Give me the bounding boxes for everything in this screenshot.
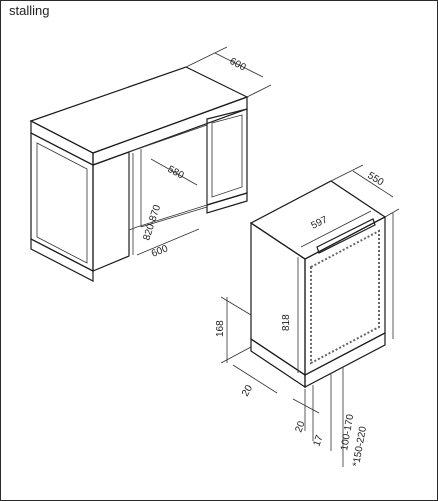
adjust-label-2: *150-220 <box>351 425 369 467</box>
door-handle <box>316 218 376 254</box>
counter-dimensions: 600 820-870 580 600 <box>132 46 272 260</box>
left-plinth <box>30 238 94 282</box>
foot-label: 20 <box>240 383 255 399</box>
niche-back <box>128 124 208 231</box>
appliance-depth-label: 550 <box>365 170 385 188</box>
appliance <box>249 180 387 389</box>
door-seal <box>310 229 380 365</box>
plinth-height-label: 168 <box>215 320 226 337</box>
appliance-width-label: 597 <box>309 214 329 231</box>
side-label-1: 20 <box>293 419 307 434</box>
countertop-front-edge <box>30 120 94 166</box>
right-cabinet-front <box>206 108 248 206</box>
left-cabinet-door <box>36 142 88 264</box>
appliance-side <box>250 221 306 377</box>
counter-cabinet <box>29 66 249 282</box>
right-plinth <box>206 192 248 214</box>
appliance-dimensions: 550 597 818 168 20 20 17 <box>215 164 400 468</box>
niche-height-label: 820-870 <box>141 203 163 242</box>
appliance-plinth-side <box>250 337 306 389</box>
right-cabinet-door <box>211 114 243 198</box>
appliance-plinth <box>304 332 386 388</box>
appliance-height-label: 818 <box>281 314 292 331</box>
side-label-2: 17 <box>311 433 325 448</box>
counter-width-label: 600 <box>228 56 248 74</box>
countertop-side-edge <box>92 96 248 166</box>
niche-width-label: 600 <box>150 243 170 260</box>
countertop <box>29 66 249 154</box>
left-cabinet-side <box>92 151 130 272</box>
caption-text: stalling <box>9 3 50 18</box>
niche-depth-label: 580 <box>166 164 186 182</box>
